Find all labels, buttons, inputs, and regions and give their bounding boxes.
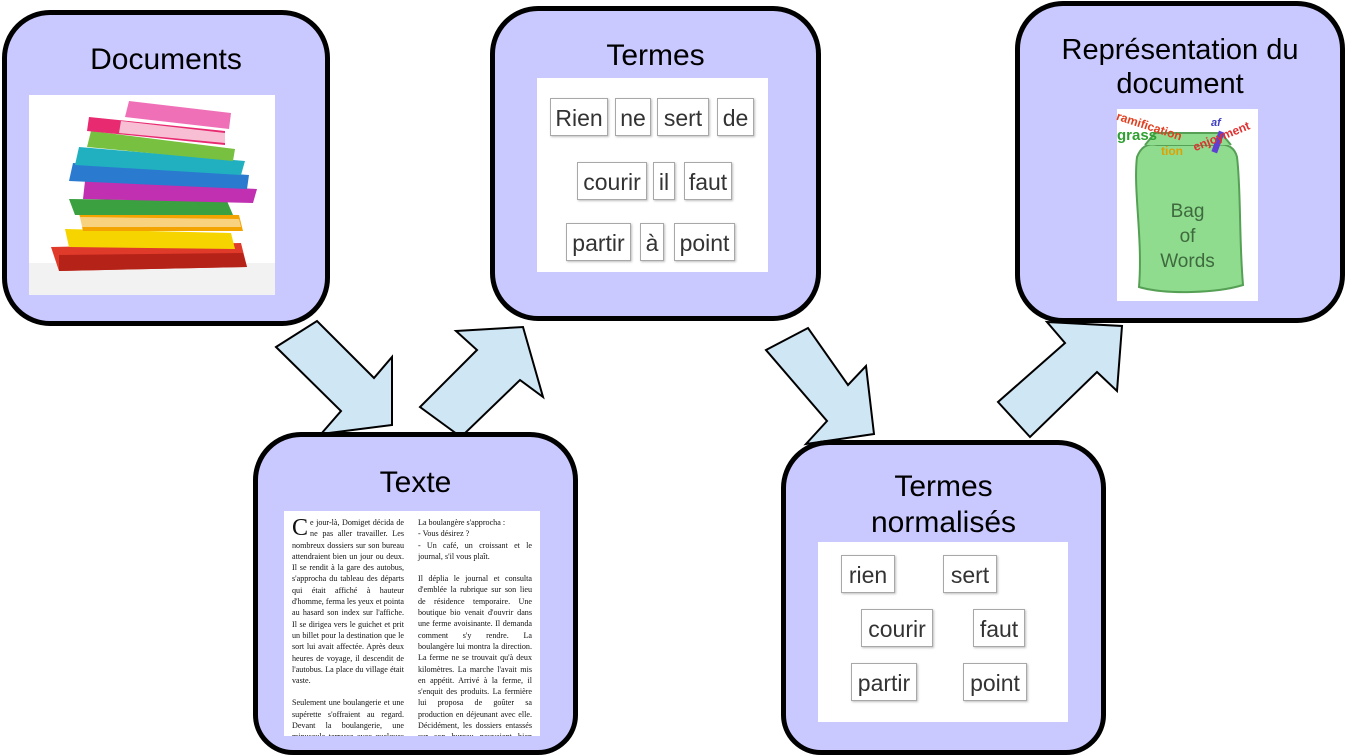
word-tion: tion (1161, 144, 1183, 158)
books-image-panel (29, 95, 275, 295)
norm-term-sert: sert (943, 555, 997, 593)
bag-label-line1: Bag (1170, 201, 1205, 222)
norm-term-point: point (963, 663, 1027, 701)
representation-title-line2: document (1116, 68, 1244, 100)
representation-box: Représentation du document ramification … (1015, 1, 1345, 323)
term-a: à (640, 223, 664, 261)
bag-label: Bag of Words (1117, 199, 1258, 274)
word-grass: grass (1117, 127, 1158, 144)
texte-col2-para: Il déplia le journal et consulta d'emblé… (418, 574, 532, 736)
term-point: point (674, 223, 735, 261)
texte-title: Texte (379, 466, 452, 499)
documents-box: Documents (2, 10, 330, 326)
texte-col2-line3: - Un café, un croissant et le journal, s… (418, 540, 532, 561)
bag-of-words-panel: ramification grass tion enjoyment af Bag… (1115, 109, 1258, 301)
arrow-termes-to-normalises (764, 326, 876, 446)
norm-term-rien: rien (841, 555, 895, 593)
representation-title-line1: Représentation du (1061, 34, 1299, 66)
documents-title: Documents (90, 43, 242, 76)
termes-normalises-box: Termes normalisés rien sert courir faut … (781, 440, 1106, 755)
term-courir: courir (577, 162, 647, 200)
termes-normalises-title-line2: normalisés (870, 506, 1017, 539)
word-af: af (1211, 117, 1221, 129)
texte-col1-para1: e jour-là, Domiget décida de ne pas alle… (292, 518, 404, 686)
texte-col2-line1: La boulangère s'approcha : (418, 518, 506, 527)
arrow-documents-to-texte (274, 319, 393, 436)
term-partir: partir (566, 223, 631, 261)
norm-term-faut: faut (973, 609, 1025, 647)
texte-col2-line2: - Vous désirez ? (418, 529, 470, 539)
norm-term-courir: courir (861, 609, 933, 647)
term-de: de (717, 98, 754, 136)
bag-icon (1135, 130, 1245, 294)
bag-label-line3: Words (1160, 251, 1215, 272)
term-ne: ne (615, 98, 651, 136)
arrow-normalises-to-representation (996, 320, 1124, 439)
norm-term-partir: partir (851, 663, 917, 701)
term-sert: sert (657, 98, 709, 136)
drop-cap: C (292, 515, 309, 541)
texte-col1-para2: Seulement une boulangerie et une supéret… (292, 698, 404, 736)
bag-label-line2: of (1179, 226, 1196, 247)
term-faut: faut (684, 162, 732, 200)
termes-box: Termes Rien ne sert de courir il faut pa… (490, 6, 821, 321)
texte-column-2: La boulangère s'approcha : - Vous désire… (418, 517, 532, 736)
term-il: il (653, 162, 675, 200)
arrow-texte-to-termes (418, 325, 545, 439)
termes-normalises-title-line1: Termes (894, 470, 993, 503)
book-stack-icon (29, 101, 275, 295)
termes-normalises-panel: rien sert courir faut partir point (818, 542, 1068, 722)
termes-title: Termes (606, 39, 705, 72)
term-rien: Rien (550, 98, 608, 136)
termes-panel: Rien ne sert de courir il faut partir à … (537, 78, 768, 272)
